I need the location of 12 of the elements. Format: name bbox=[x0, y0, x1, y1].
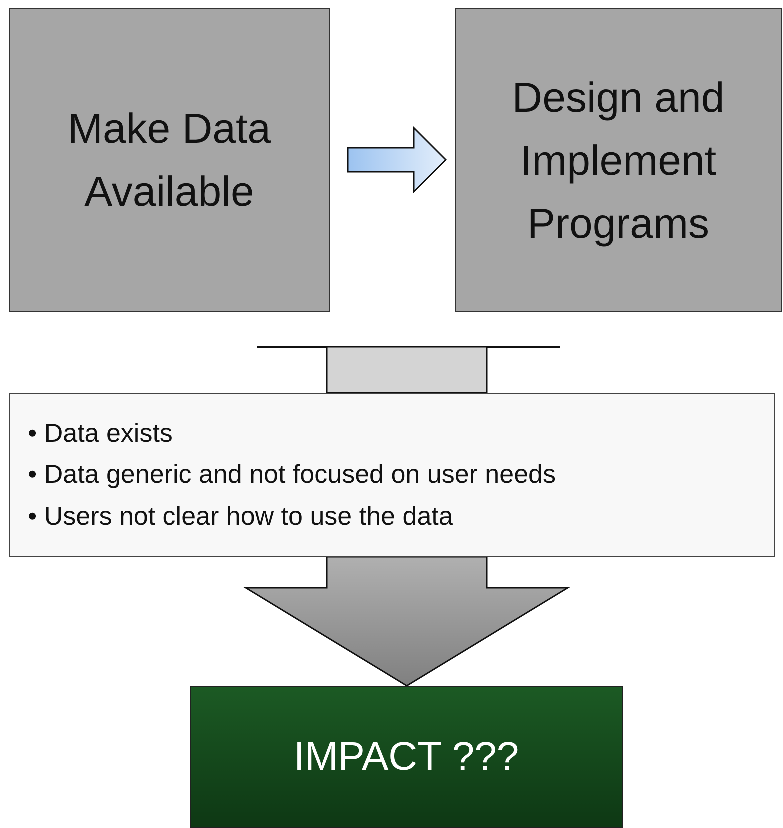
process-box bbox=[455, 8, 782, 312]
bullet-text: • Data generic and not focused on user needs bbox=[28, 458, 556, 492]
box-label: Design and Implement Programs bbox=[511, 72, 726, 249]
note-box bbox=[9, 393, 775, 557]
block-arrow bbox=[347, 126, 448, 194]
bullet-text: • Data exists bbox=[28, 416, 174, 450]
process-box bbox=[9, 8, 330, 312]
bullet-text: • Users not clear how to use the data bbox=[28, 500, 454, 533]
process-box bbox=[190, 686, 623, 828]
box-label: IMPACT ??? bbox=[294, 734, 520, 780]
block-arrow bbox=[243, 556, 571, 687]
box-label: Make Data Available bbox=[66, 104, 272, 217]
